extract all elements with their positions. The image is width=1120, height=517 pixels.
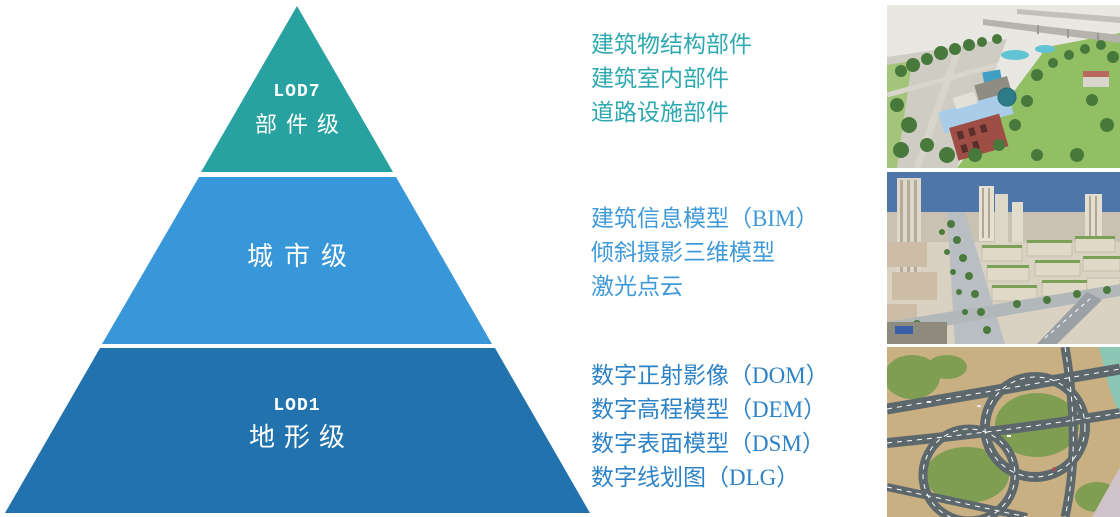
description-line: 建筑信息模型（BIM） <box>591 206 819 231</box>
component-level-code: LOD7 <box>273 82 321 102</box>
component-level-items: 建筑物结构部件 建筑室内部件 道路设施部件 <box>591 28 752 130</box>
description-line: 建筑室内部件 <box>591 66 729 91</box>
component-level-name: 部件级 <box>254 112 349 137</box>
terrain-level-label: LOD1 地形级 <box>240 396 354 452</box>
pyramid-level-city <box>102 177 492 344</box>
city-level-name: 城市级 <box>246 242 359 271</box>
component-level-label: LOD7 部件级 <box>246 82 348 139</box>
description-line: 数字表面模型（DSM） <box>591 431 825 456</box>
terrain-interchange-aerial-photo <box>887 347 1120 517</box>
pyramid-level-terrain <box>5 348 590 513</box>
city-oblique-3d-model-photo <box>887 172 1120 344</box>
description-line: 数字正射影像（DOM） <box>591 363 829 388</box>
pyramid-diagram <box>5 6 590 513</box>
description-line: 数字高程模型（DEM） <box>591 397 827 422</box>
city-level-items: 建筑信息模型（BIM） 倾斜摄影三维模型 激光点云 <box>591 202 818 304</box>
building-component-3d-model-photo <box>887 5 1120 168</box>
pyramid-level-component <box>201 6 393 172</box>
description-line: 倾斜摄影三维模型 <box>591 240 775 265</box>
terrain-level-code: LOD1 <box>273 396 321 416</box>
description-line: 道路设施部件 <box>591 100 729 125</box>
terrain-level-name: 地形级 <box>248 423 355 452</box>
description-line: 激光点云 <box>591 274 683 299</box>
description-line: 建筑物结构部件 <box>591 32 752 57</box>
city-level-label: 城市级 <box>236 243 358 271</box>
description-line: 数字线划图（DLG） <box>591 465 800 490</box>
terrain-level-items: 数字正射影像（DOM） 数字高程模型（DEM） 数字表面模型（DSM） 数字线划… <box>591 359 829 495</box>
